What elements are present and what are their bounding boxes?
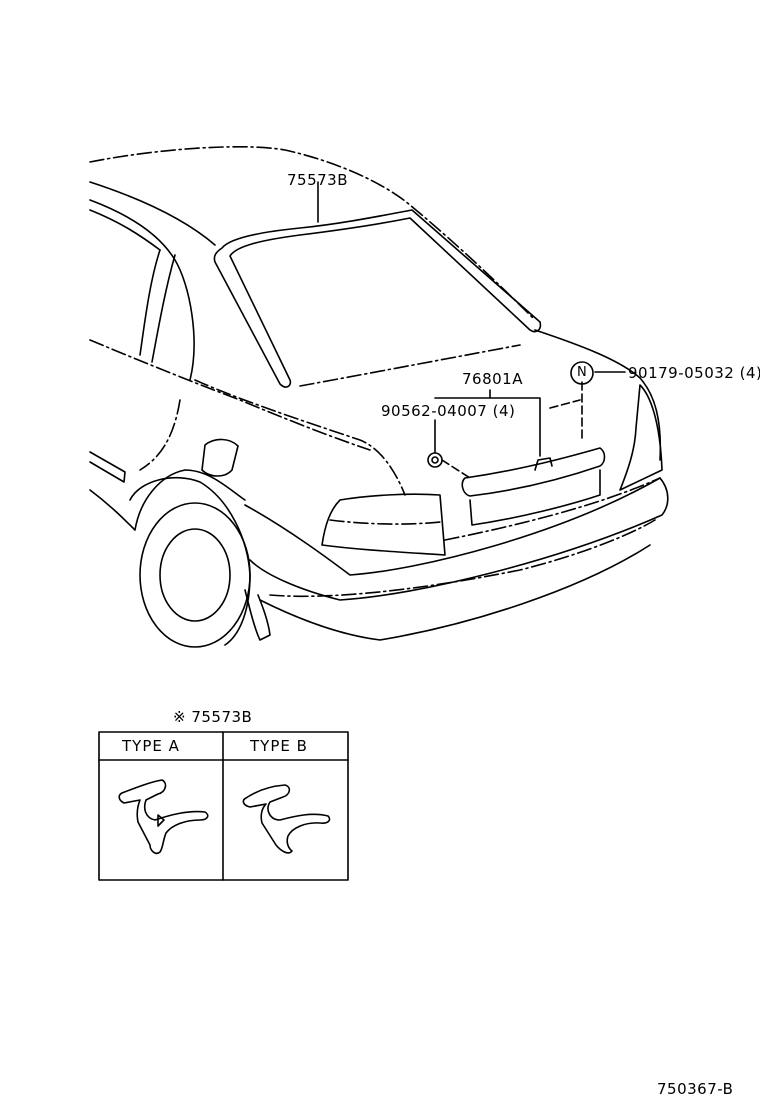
quarter-panel-line bbox=[89, 339, 371, 451]
door-window-inner bbox=[89, 209, 161, 251]
left-tail-lamp-inner bbox=[329, 519, 441, 525]
type-b-profile-icon bbox=[242, 784, 331, 854]
garnish-lamp bbox=[534, 457, 553, 471]
clip-symbol-label: N bbox=[577, 365, 588, 380]
nut-icon bbox=[427, 452, 443, 468]
trunk-small-dashes bbox=[549, 399, 581, 409]
license-plate-area bbox=[469, 469, 601, 526]
rear-bumper bbox=[244, 477, 669, 601]
side-molding bbox=[89, 451, 126, 483]
type-a-profile-icon bbox=[118, 779, 209, 855]
trunk-crease bbox=[194, 379, 406, 496]
callout-garnish: 76801A bbox=[462, 370, 523, 388]
nut-icon-inner bbox=[431, 456, 439, 464]
callout-molding: 75573B bbox=[287, 171, 349, 189]
wheel-rim bbox=[159, 528, 231, 622]
leader-nut-dashed bbox=[441, 459, 471, 479]
trunk-outline bbox=[534, 329, 662, 461]
fuel-door bbox=[201, 438, 239, 477]
wheel-arch bbox=[129, 476, 251, 646]
door-window-frame bbox=[139, 249, 176, 363]
rear-window-molding bbox=[213, 209, 542, 388]
bumper-dashed bbox=[269, 519, 656, 598]
type-a-header: TYPE A bbox=[122, 737, 180, 755]
mudflap bbox=[244, 589, 271, 641]
leader-garnish bbox=[434, 389, 541, 457]
rear-window-glass-line bbox=[299, 344, 521, 387]
body-side-upper-2 bbox=[89, 199, 195, 381]
callout-clip-part: 90179-05032 (4) bbox=[628, 364, 760, 382]
body-side-upper bbox=[89, 181, 216, 246]
trunk-lid-edge bbox=[444, 477, 661, 541]
type-a-triangle bbox=[157, 814, 165, 827]
trunk-garnish bbox=[461, 447, 606, 497]
left-tail-lamp bbox=[321, 493, 446, 556]
tire bbox=[139, 502, 251, 648]
rear-bumper-lower bbox=[259, 544, 651, 641]
type-b-header: TYPE B bbox=[250, 737, 308, 755]
right-tail-lamp bbox=[619, 384, 663, 491]
callout-nut-part: 90562-04007 (4) bbox=[381, 402, 516, 420]
section-table-title: ※ 75573B bbox=[173, 708, 253, 726]
clip-symbol-circle bbox=[570, 361, 594, 385]
side-lower-line bbox=[89, 469, 246, 531]
side-lower-line-2 bbox=[139, 399, 181, 471]
diagram-code: 750367-B bbox=[657, 1080, 734, 1098]
